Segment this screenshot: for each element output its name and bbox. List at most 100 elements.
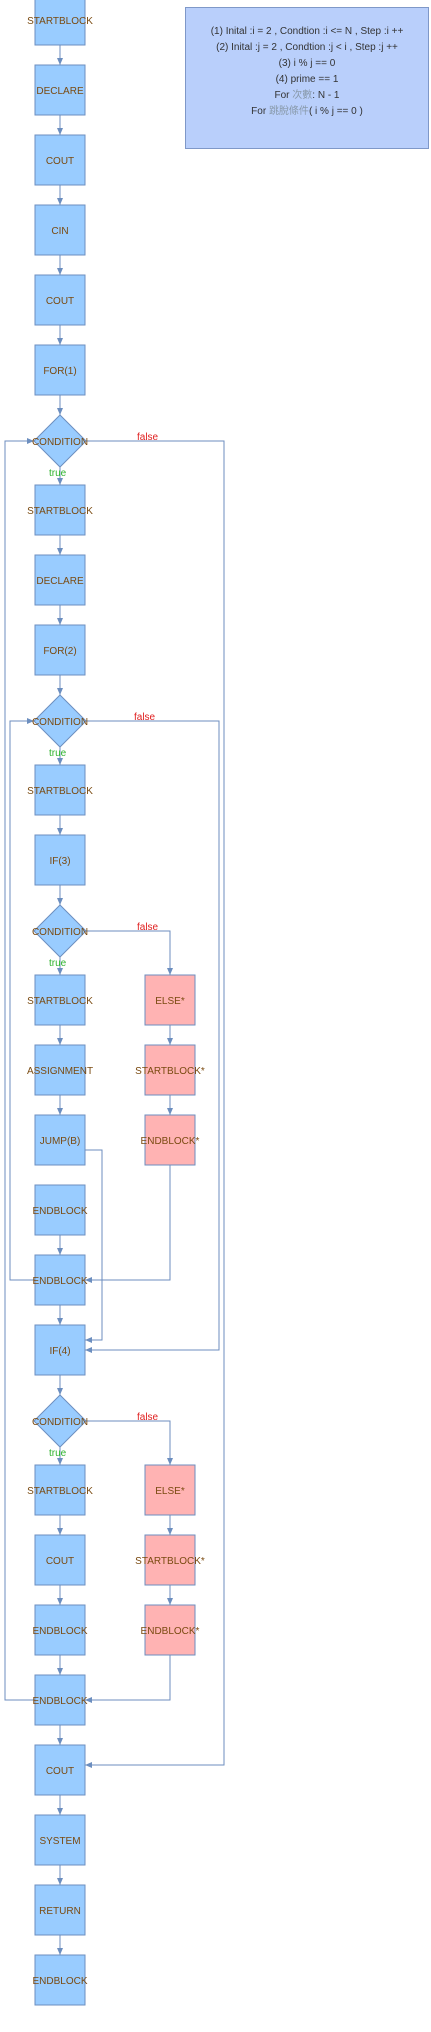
node-shape [33,904,87,958]
node-label: STARTBLOCK* [135,1556,205,1567]
node-label: ENDBLOCK [32,1276,87,1287]
node-shape [34,554,86,606]
node-shape [34,624,86,676]
block-node: COUT [34,274,86,326]
block-node: ENDBLOCK [32,1254,88,1306]
note-line-1: (1) Inital :i = 2 , Condtion :i <= N , S… [210,26,404,37]
node-shape [34,764,86,816]
true-label: true [49,958,67,969]
node-shape [34,484,86,536]
block-node: DECLARE [34,554,86,606]
node-shape [144,1534,196,1586]
merge-edge [85,1655,171,1703]
note-line-6: For 跳脫條件( i % j == 0 ) [251,106,363,117]
node-label: ENDBLOCK* [141,1136,200,1147]
node-shape [33,414,87,468]
else-block-node: ENDBLOCK* [141,1114,200,1166]
block-node: IF(4) [34,1324,86,1376]
node-label: DECLARE [36,576,84,587]
node-label: STARTBLOCK* [135,1066,205,1077]
node-label: IF(3) [49,856,70,867]
node-shape [34,1534,86,1586]
else-block-node: STARTBLOCK* [135,1534,205,1586]
node-shape [34,1324,86,1376]
node-label: STARTBLOCK [27,786,93,797]
node-shape [34,834,86,886]
node-label: STARTBLOCK [27,996,93,1007]
block-node: STARTBLOCK [27,0,93,46]
node-label: SYSTEM [39,1836,80,1847]
node-shape [34,204,86,256]
else-block-node: ELSE* [144,974,196,1026]
false-edge [85,720,220,1353]
node-shape [144,1464,196,1516]
block-node: ENDBLOCK [32,1184,88,1236]
node-shape [34,1184,86,1236]
node-shape [34,64,86,116]
false-label: false [137,432,159,443]
block-node: RETURN [34,1884,86,1936]
node-label: ASSIGNMENT [27,1066,93,1077]
node-label: JUMP(B) [40,1136,81,1147]
else-block-node: ELSE* [144,1464,196,1516]
node-shape [144,974,196,1026]
false-edge [86,1420,173,1465]
true-label: true [49,468,67,479]
condition-diamond: CONDITION [32,414,88,468]
loop-back-edge [4,438,35,1701]
node-label: ELSE* [155,1486,185,1497]
node-label: ENDBLOCK [32,1206,87,1217]
false-label: false [134,712,156,723]
note-line-3: (3) i % j == 0 [278,58,336,69]
block-node: IF(3) [34,834,86,886]
node-shape [34,274,86,326]
false-label: false [137,922,159,933]
node-shape [144,1604,196,1656]
block-node: COUT [34,1534,86,1586]
jump-edge [85,1149,103,1343]
block-node: JUMP(B) [34,1114,86,1166]
node-shape [34,1114,86,1166]
node-shape [144,1044,196,1096]
node-label: ENDBLOCK [32,1626,87,1637]
nodes-layer: STARTBLOCKDECLARECOUTCINCOUTFOR(1)CONDIT… [27,0,205,2006]
node-label: STARTBLOCK [27,506,93,517]
true-label: true [49,748,67,759]
condition-diamond: CONDITION [32,904,88,958]
node-shape [34,1954,86,2006]
node-shape [34,1044,86,1096]
node-shape [34,344,86,396]
node-shape [33,694,87,748]
node-label: COUT [46,1766,74,1777]
note-line-2: (2) Inital :j = 2 , Condtion :j < i , St… [216,42,398,53]
block-node: STARTBLOCK [27,764,93,816]
block-node: ENDBLOCK [32,1674,88,1726]
node-label: CONDITION [32,927,88,938]
block-node: COUT [34,134,86,186]
node-label: CONDITION [32,437,88,448]
block-node: CIN [34,204,86,256]
block-node: SYSTEM [34,1814,86,1866]
loop-back-edge [9,718,35,1281]
false-label: false [137,1412,159,1423]
node-shape [34,1604,86,1656]
node-label: ENDBLOCK [32,1976,87,1987]
block-node: DECLARE [34,64,86,116]
block-node: ASSIGNMENT [27,1044,93,1096]
block-node: ENDBLOCK [32,1954,88,2006]
node-shape [34,1254,86,1306]
note-line-4: (4) prime == 1 [275,74,339,85]
node-label: FOR(2) [43,646,76,657]
block-node: FOR(2) [34,624,86,676]
block-node: STARTBLOCK [27,484,93,536]
block-node: STARTBLOCK [27,974,93,1026]
else-block-node: STARTBLOCK* [135,1044,205,1096]
node-shape [34,1884,86,1936]
node-label: COUT [46,156,74,167]
condition-diamond: CONDITION [32,694,88,748]
node-shape [144,1114,196,1166]
node-label: STARTBLOCK [27,16,93,27]
node-label: RETURN [39,1906,81,1917]
